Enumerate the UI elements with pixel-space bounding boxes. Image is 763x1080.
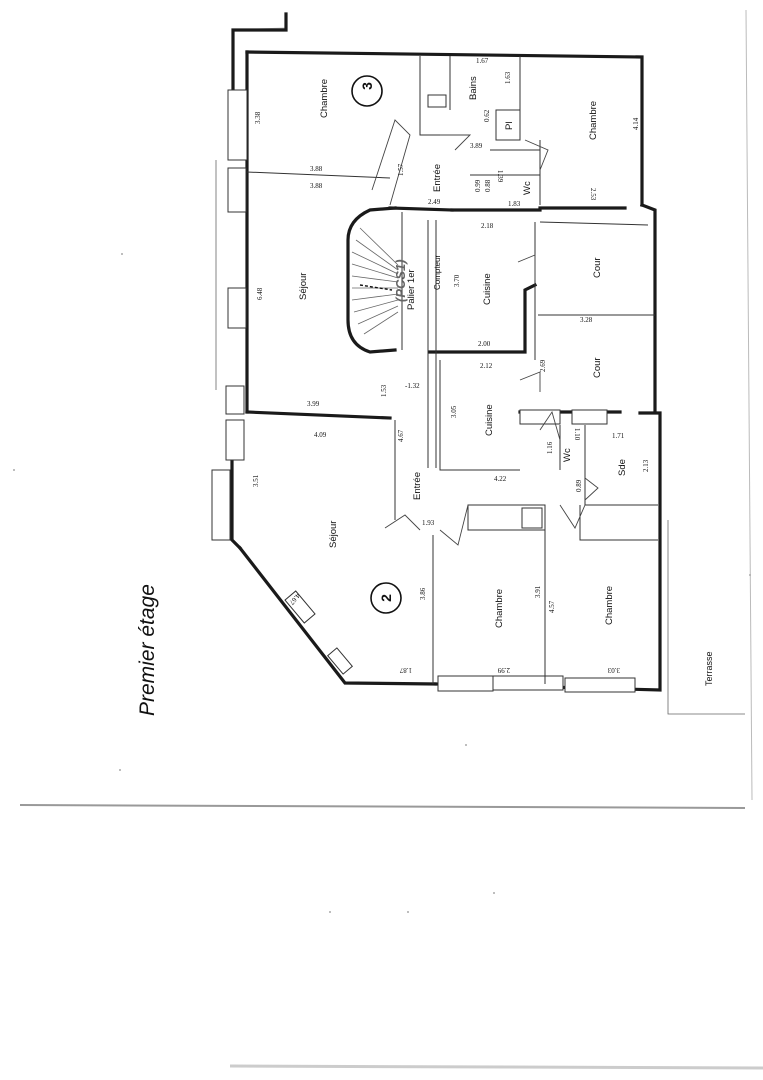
room-labels: Chambre Bains Pl Chambre Entrée Wc Séjou… [298,76,714,686]
dim-label: 0.62 [483,109,491,122]
dim-label: 0.99 [474,179,482,192]
dim-label: 4.14 [632,117,640,130]
dim-label: 4.67 [397,429,405,442]
dim-label: 4.22 [494,475,507,483]
page-fold-line [19,804,746,809]
dim-label: 0.89 [575,479,583,492]
window-left-1 [227,89,248,161]
windows-left [211,89,248,541]
dim-label: 2.00 [478,340,491,348]
dim-label: 3.03 [607,666,620,674]
dim-label: 1.16 [546,441,554,454]
room-label-sejour-bottom: Séjour [328,521,339,548]
dim-label: 3.05 [450,405,458,418]
dim-label: 3.86 [419,587,427,600]
room-label-bains: Bains [468,76,479,100]
dim-label: 1.10 [573,428,581,441]
scan-bottom-shadow [229,1064,763,1070]
dim-label: 3.91 [534,585,542,598]
dim-label: 2.53 [589,188,597,201]
window-bay-1 [284,590,316,624]
room-label-chambre-bl: Chambre [494,589,505,628]
svg-text:2: 2 [378,594,394,602]
room-label-chambre-right: Chambre [588,101,599,140]
dim-label: 2.18 [481,222,494,230]
window-left-3 [227,287,247,329]
window-left-2 [227,167,247,213]
room-label-chambre-top: Chambre [319,79,330,118]
label-compteur: Compteur [433,255,442,290]
room-label-pl: Pl [504,122,515,130]
room-label-entree-top: Entrée [432,164,443,192]
room-label-cuisine-top: Cuisine [482,273,493,305]
scan-noise [13,253,751,913]
window-bay-2 [326,647,354,675]
dim-label: 1.57 [397,163,405,176]
window-left-5 [225,419,245,461]
door-swings [371,119,599,546]
room-label-wc-top: Wc [522,181,533,195]
room-label-cour-bottom: Cour [592,357,603,378]
dim-label: 2.49 [428,198,441,206]
staircase [351,227,399,335]
dim-label: 0.88 [484,179,492,192]
room-label-sejour-top: Séjour [298,273,309,300]
window-bottom-1 [437,675,494,692]
dim-label: 1.53 [380,384,388,397]
apartment-badge-2: 2 [370,582,402,614]
room-label-chambre-br: Chambre [604,586,615,625]
dim-label: 3.70 [453,274,461,287]
dim-label: 4.57 [548,600,556,613]
dimension-labels: 1.67 1.63 3.38 0.62 3.89 4.14 1.57 1.39 … [252,57,650,674]
label-terrasse: Terrasse [704,651,714,686]
room-label-palier: Palier 1er [406,269,417,310]
dim-label: 2.69 [539,359,547,372]
dim-label: 1.39 [496,170,504,183]
window-bottom-3 [564,677,636,693]
window-left-4 [225,385,245,415]
window-left-6 [211,469,231,541]
room-label-entree-bottom: Entrée [412,472,423,500]
dim-label: 3.89 [470,142,483,150]
page-title: Premier étage [136,584,159,716]
apartment-badge-3: 3 [351,75,383,107]
window-bottom-2 [492,675,564,691]
dim-label: 3.38 [254,111,262,124]
dim-label: 2.99 [497,666,510,674]
dim-label: -1.32 [405,382,420,390]
room-label-wc-bottom: Wc [562,448,573,462]
dim-label: 3.88 [310,165,323,173]
room-label-sde: Sde [617,459,628,476]
dim-label: 1.87 [399,666,412,674]
room-label-cuisine-bottom: Cuisine [484,404,495,436]
label-pcs: (PCS1) [393,259,408,302]
scan-edge-right [745,9,753,801]
dim-label: 1.71 [612,432,625,440]
terrasse-outline [667,520,745,715]
dim-label: 3.88 [310,182,323,190]
room-label-cour-top: Cour [592,257,603,278]
dim-label: 2.12 [480,362,493,370]
dim-label: 1.83 [508,200,521,208]
interior-walls [246,56,658,684]
windows-bottom [284,590,636,693]
dim-label: 1.63 [504,71,512,84]
svg-text:3: 3 [359,82,375,90]
dim-label: 3.51 [252,474,260,487]
dim-label: 3.99 [307,400,320,408]
dim-label: 2.13 [642,459,650,472]
dim-label: 3.28 [580,316,593,324]
dim-label: 6.48 [256,287,264,300]
dim-label: 1.67 [476,57,489,65]
dim-label: 1.93 [422,519,435,527]
dim-label: 4.09 [314,431,327,439]
